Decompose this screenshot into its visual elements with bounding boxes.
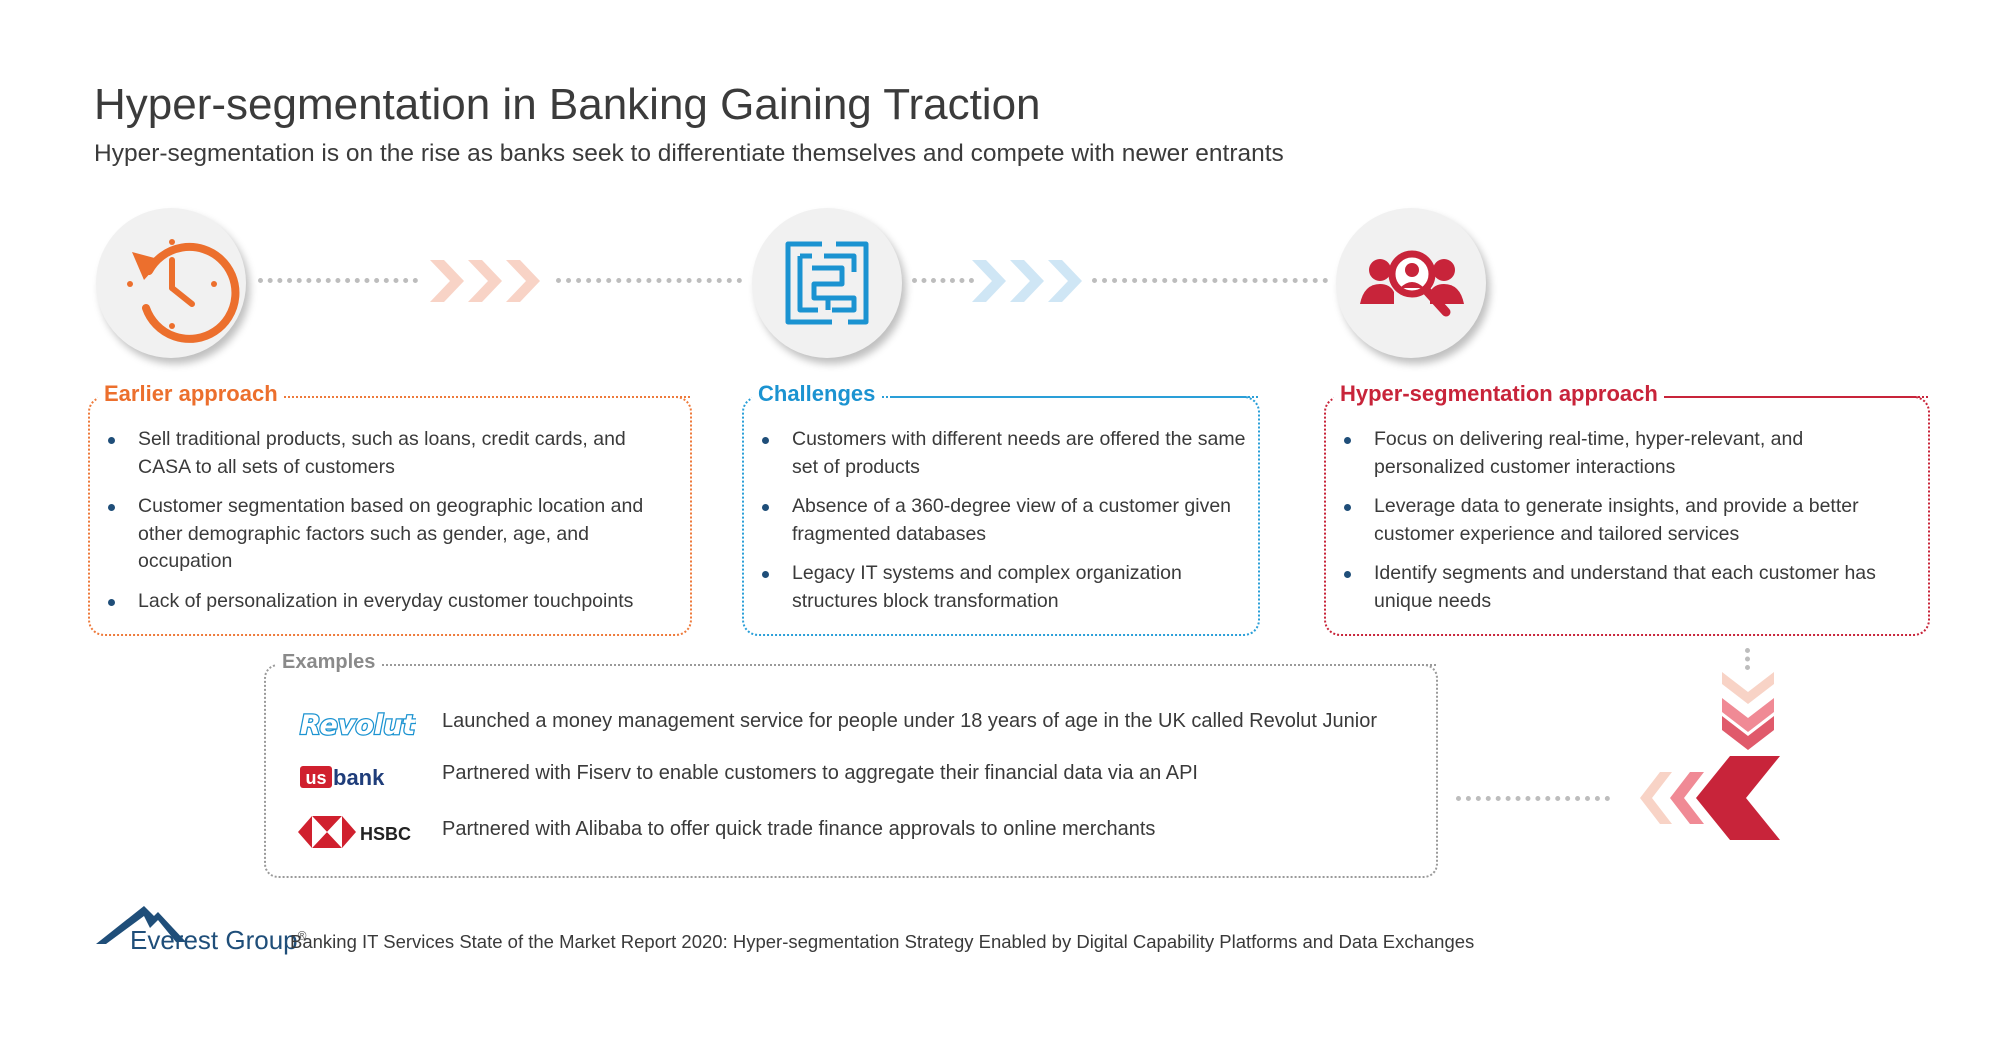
box-label-line: [892, 396, 1258, 398]
earlier-approach-list: Sell traditional products, such as loans…: [108, 426, 678, 627]
svg-text:bank: bank: [333, 765, 385, 790]
everest-group-brand: Everest Group®: [130, 925, 306, 956]
clock-history-icon: [127, 239, 240, 343]
example-row-usbank: us bank Partnered with Fiserv to enable …: [266, 754, 1436, 798]
list-item: Leverage data to generate insights, and …: [1344, 493, 1916, 548]
list-item: Customers with different needs are offer…: [762, 426, 1246, 481]
page-title: Hyper-segmentation in Banking Gaining Tr…: [94, 80, 1041, 129]
list-item: Sell traditional products, such as loans…: [108, 426, 678, 481]
chevron-down-icon: [1722, 672, 1774, 750]
list-item: Lack of personalization in everyday cust…: [108, 588, 678, 616]
maze-icon: [785, 241, 869, 325]
list-item: Customer segmentation based on geographi…: [108, 493, 678, 576]
connector-dots-vertical: [1745, 648, 1750, 670]
hyper-segmentation-box: Hyper-segmentation approach Focus on del…: [1324, 381, 1930, 636]
list-item: Absence of a 360-degree view of a custom…: [762, 493, 1246, 548]
hyper-segmentation-circle: [1336, 208, 1486, 358]
challenges-circle: [752, 208, 902, 358]
earlier-approach-label: Earlier approach: [98, 381, 284, 407]
example-text: Partnered with Alibaba to offer quick tr…: [442, 818, 1156, 840]
list-item: Focus on delivering real-time, hyper-rel…: [1344, 426, 1916, 481]
brand-mark: ®: [297, 928, 307, 943]
brand-name: Everest Group: [130, 925, 298, 955]
earlier-approach-box: Earlier approach Sell traditional produc…: [88, 381, 692, 636]
connector-dots: [1092, 278, 1328, 283]
page-subtitle: Hyper-segmentation is on the rise as ban…: [94, 140, 1284, 167]
footer-source-text: Banking IT Services State of the Market …: [290, 931, 1475, 952]
chevron-left-icon: [1640, 756, 1780, 840]
connector-dots: [258, 278, 418, 283]
everest-mountain-icon: [96, 906, 186, 944]
revolut-logo-text: Revolut: [300, 710, 416, 741]
box-label-line: [1666, 396, 1928, 398]
usbank-logo: us bank: [300, 765, 385, 790]
example-row-revolut: Revolut Launched a money management serv…: [266, 702, 1436, 746]
challenges-label: Challenges: [752, 381, 882, 407]
challenges-box: Challenges Customers with different need…: [742, 381, 1260, 636]
connector-dots: [1456, 796, 1610, 801]
chevron-right-icon: [972, 260, 1082, 302]
connector-dots: [556, 278, 742, 283]
hyper-segmentation-list: Focus on delivering real-time, hyper-rel…: [1344, 426, 1916, 627]
list-item: Legacy IT systems and complex organizati…: [762, 560, 1246, 615]
hsbc-logo: HSBC: [298, 816, 411, 848]
example-text: Partnered with Fiserv to enable customer…: [442, 762, 1198, 784]
hsbc-logo-text: HSBC: [360, 824, 411, 844]
chevron-right-icon: [430, 260, 540, 302]
list-item: Identify segments and understand that ea…: [1344, 560, 1916, 615]
hyper-segmentation-label: Hyper-segmentation approach: [1334, 381, 1664, 407]
box-label-line: [394, 664, 1436, 666]
connector-dots: [912, 278, 974, 283]
example-row-hsbc: HSBC Partnered with Alibaba to offer qui…: [266, 810, 1436, 854]
user-search-icon: [1360, 250, 1464, 317]
examples-label: Examples: [276, 651, 382, 674]
revolut-logo: Revolut: [299, 709, 416, 743]
svg-text:us: us: [305, 768, 326, 788]
examples-box: Examples Revolut Launched a money manage…: [264, 651, 1438, 878]
example-text: Launched a money management service for …: [442, 710, 1378, 732]
earlier-approach-circle: [96, 208, 246, 358]
box-label-line: [284, 396, 690, 398]
challenges-list: Customers with different needs are offer…: [762, 426, 1246, 627]
